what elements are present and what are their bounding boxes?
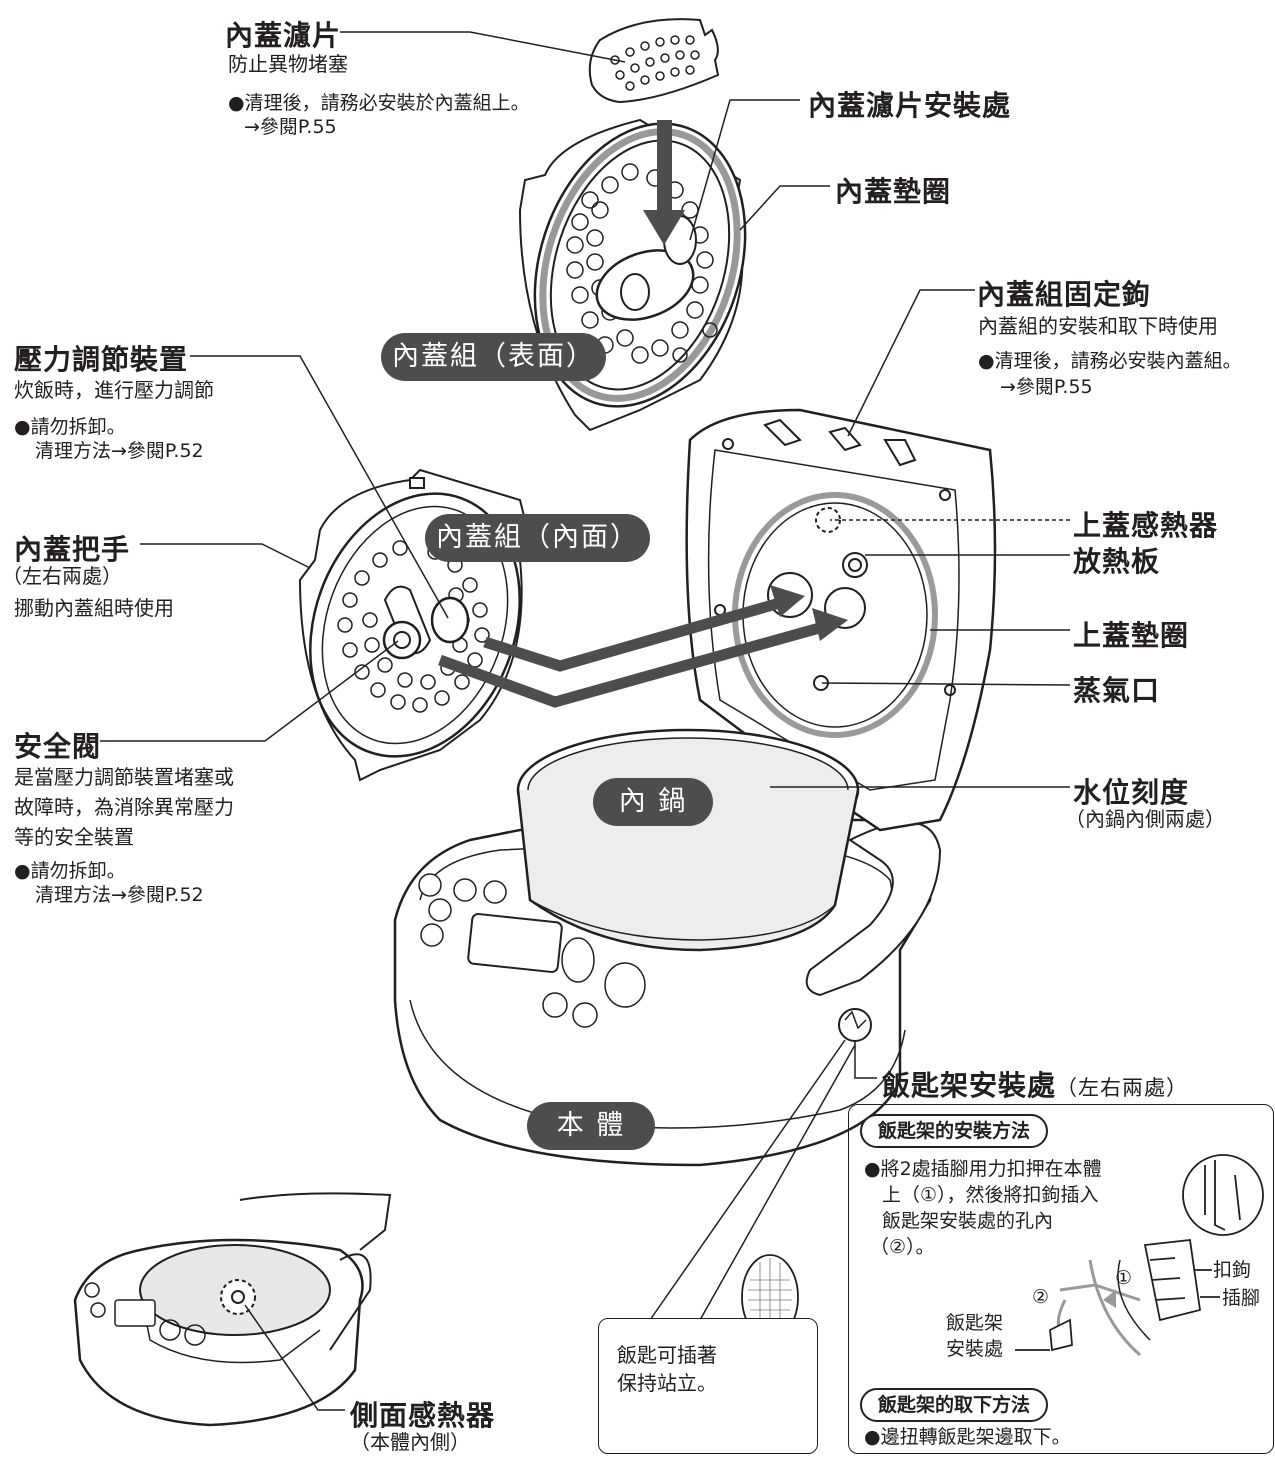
paddle-text-1: 飯匙可插著	[617, 1343, 717, 1367]
water-level-title: 水位刻度	[1073, 776, 1190, 809]
lid-handle-sub: （左右兩處）	[2, 564, 122, 588]
body-pill: 本 體	[527, 1102, 655, 1150]
water-level-sub: （內鍋內側兩處）	[1065, 807, 1225, 831]
small-cooker-drawing	[73, 1192, 392, 1427]
install-step-1: ①	[1115, 1267, 1133, 1289]
lid-handle-desc: 挪動內蓋組時使用	[14, 596, 174, 620]
lid-outer-pill: 內蓋組（表面）	[381, 333, 606, 381]
lid-hook-note-ref: →參閱P.55	[1000, 376, 1093, 398]
install-text-3: 飯匙架安裝處的孔內	[882, 1210, 1054, 1232]
lid-outer-drawing	[518, 118, 747, 432]
lid-inner-drawing	[298, 468, 532, 782]
filter-note-ref: →參閱P.55	[244, 116, 337, 138]
filter-note: ●清理後，請務必安裝於內蓋組上。	[228, 92, 530, 114]
filter-mount-title: 內蓋濾片安裝處	[808, 89, 1012, 122]
pressure-desc: 炊飯時，進行壓力調節	[14, 378, 214, 402]
lid-hook-note: ●清理後，請務必安裝內蓋組。	[978, 350, 1242, 372]
safety-valve-desc-1: 是當壓力調節裝置堵塞或	[14, 765, 234, 789]
install-label-pin: 插腳	[1222, 1287, 1261, 1309]
safety-valve-note: ●請勿拆卸。	[14, 860, 126, 882]
paddle-text-2: 保持站立。	[617, 1371, 717, 1395]
side-sensor-title: 側面感熱器	[350, 1399, 496, 1432]
direction-arrows	[438, 120, 848, 708]
install-detail-drawing	[1015, 1154, 1264, 1357]
install-text-1: ●將2處插腳用力扣押在本體	[864, 1158, 1102, 1180]
install-label-mount-1: 飯匙架	[946, 1312, 1004, 1334]
lid-hook-desc: 內蓋組的安裝和取下時使用	[978, 314, 1218, 338]
inner-pot-drawing	[516, 728, 860, 952]
inner-pot-pill: 內 鍋	[593, 778, 713, 826]
lid-handle-title: 內蓋把手	[14, 533, 131, 566]
lid-inner-pill: 內蓋組（內面）	[425, 514, 650, 562]
paddle-info-box: 飯匙可插著 保持站立。	[598, 1318, 818, 1454]
top-sensor-title: 上蓋感熱器	[1073, 509, 1219, 542]
lid-filter-drawing	[588, 18, 720, 104]
lid-hook-title: 內蓋組固定鉤	[977, 278, 1152, 311]
lid-gasket-title: 內蓋墊圈	[835, 175, 952, 208]
safety-valve-note-ref: 清理方法→參閱P.52	[35, 884, 204, 906]
install-step-2: ②	[1032, 1286, 1050, 1308]
leader-lines	[100, 31, 1071, 1411]
pressure-title: 壓力調節裝置	[14, 343, 189, 376]
safety-valve-title: 安全閥	[14, 730, 102, 763]
filter-title: 內蓋濾片	[225, 19, 342, 52]
remove-title: 飯匙架的取下方法	[860, 1388, 1049, 1422]
heat-plate-title: 放熱板	[1073, 545, 1161, 578]
install-method-box	[848, 1104, 1274, 1454]
filter-desc: 防止異物堵塞	[228, 52, 348, 76]
paddle-mount-sub: （左右兩處）	[1056, 1076, 1189, 1100]
side-sensor-sub: （本體內側）	[350, 1430, 470, 1454]
remove-text: ●邊扭轉飯匙架邊取下。	[864, 1426, 1071, 1448]
install-label-mount-2: 安裝處	[946, 1338, 1004, 1360]
top-gasket-title: 上蓋墊圈	[1073, 619, 1190, 652]
pressure-note: ●請勿拆卸。	[14, 416, 126, 438]
install-label-hook: 扣鉤	[1213, 1259, 1252, 1281]
install-text-4: （②）。	[870, 1236, 935, 1258]
install-text-2: 上（①），然後將扣鉤插入	[882, 1184, 1099, 1206]
safety-valve-desc-2: 故障時，為消除異常壓力	[14, 795, 234, 819]
safety-valve-desc-3: 等的安全裝置	[14, 825, 134, 849]
steam-vent-title: 蒸氣口	[1073, 674, 1161, 707]
install-title: 飯匙架的安裝方法	[860, 1114, 1049, 1148]
pressure-note-ref: 清理方法→參閱P.52	[35, 440, 204, 462]
paddle-mount-title: 飯匙架安裝處（左右兩處）	[882, 1069, 1189, 1102]
